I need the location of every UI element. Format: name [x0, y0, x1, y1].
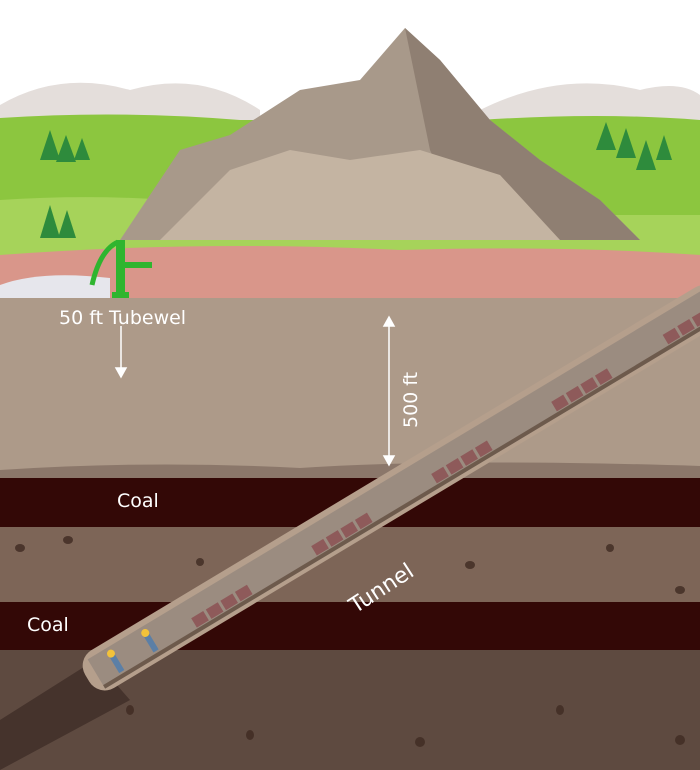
hand-pump-icon — [89, 239, 152, 298]
coal-upper-label: Coal — [117, 490, 159, 512]
tubewell-depth-arrow — [114, 326, 128, 379]
tubewell-label: 50 ft Tubewel — [59, 307, 187, 329]
miner-icons — [106, 628, 159, 674]
red-ground — [0, 246, 700, 298]
mine-tunnel — [82, 283, 700, 691]
topsoil-edge — [0, 462, 700, 480]
coal-lower-label: Coal — [27, 614, 69, 636]
water-puddle — [0, 275, 110, 298]
mine-carts — [191, 310, 700, 628]
trees — [40, 122, 672, 238]
pebbles — [15, 536, 685, 747]
depth-500ft-arrow — [382, 315, 396, 467]
mountain-foothill — [160, 150, 560, 240]
depth-label: 500 ft — [400, 371, 422, 428]
